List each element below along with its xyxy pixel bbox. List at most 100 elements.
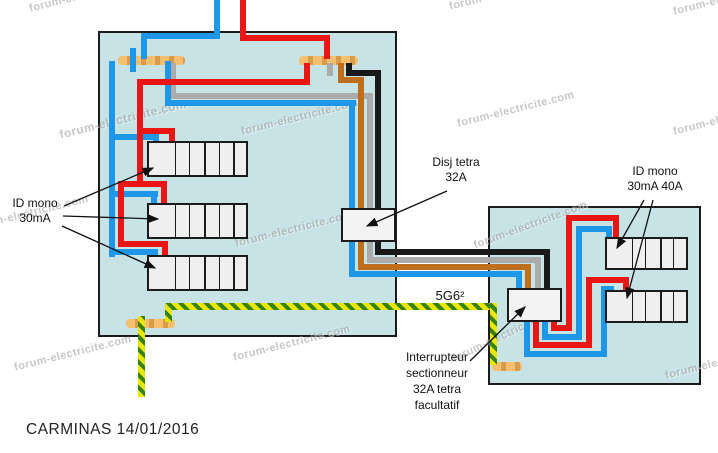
gray-conductor-segment [535, 257, 541, 289]
phase-wire-segment [118, 241, 168, 247]
neutral-wire-segment [349, 271, 522, 277]
neutral-wire-segment [349, 100, 355, 210]
neutral-busbar [118, 56, 185, 65]
phase-wire-segment [137, 79, 310, 85]
cable-size-text: 5G6² [435, 288, 465, 303]
neutral-wire-segment [153, 134, 159, 143]
id-mono-right-line2: 30mA 40A [627, 179, 683, 193]
brown-conductor-segment [338, 63, 344, 83]
brown-conductor-segment [358, 264, 531, 270]
phase-wire-segment [169, 128, 175, 143]
author-signature: CARMINAS 14/01/2016 [26, 421, 200, 438]
watermark: forum-electricite.com [448, 0, 568, 13]
id-breaker-row-1 [147, 141, 248, 177]
phase-wire-segment [566, 215, 572, 331]
disj-tetra-label: Disj tetra 32A [421, 155, 491, 185]
earth-wire-segment [490, 303, 497, 365]
sectionneur-line3: 32A tetra [412, 382, 462, 396]
neutral-wire-segment [141, 33, 220, 39]
phase-wire-segment [162, 241, 168, 257]
earth-wire-segment [165, 305, 172, 322]
neutral-wire-segment [516, 271, 522, 289]
phase-wire-segment [304, 63, 310, 85]
neutral-wire-segment [524, 322, 530, 357]
gray-conductor-segment [367, 93, 373, 209]
phase-wire-segment [586, 277, 629, 283]
neutral-wire-segment [524, 351, 607, 357]
neutral-wire-segment [542, 334, 582, 340]
phase-wire-segment [118, 181, 124, 247]
sectionneur-label: Interrupteur sectionneur 32A tetra facul… [396, 349, 478, 413]
phase-busbar [299, 56, 358, 65]
earth-wire-segment [165, 303, 497, 310]
neutral-wire-segment [349, 242, 355, 277]
neutral-wire-segment [542, 322, 548, 340]
phase-wire-segment [533, 342, 592, 348]
black-conductor-segment [346, 70, 381, 76]
phase-wire-segment [533, 322, 539, 348]
remote-id-breaker-row-1 [605, 237, 688, 270]
earth-wire-segment [138, 316, 145, 397]
neutral-wire-segment [151, 191, 157, 205]
id-breaker-row-2 [147, 203, 248, 239]
neutral-wire-segment [165, 100, 356, 106]
disj-tetra-line2: 32A [445, 170, 467, 184]
neutral-wire-segment [576, 226, 582, 340]
cable-size-label: 5G6² [428, 288, 472, 303]
gray-conductor-segment [327, 63, 333, 76]
gray-conductor-segment [170, 93, 373, 99]
remote-id-breaker-row-2 [605, 290, 688, 323]
phase-wire-segment [586, 277, 592, 348]
neutral-wire-segment [608, 286, 614, 292]
id-mono-right-line1: ID mono [632, 164, 678, 178]
neutral-wire-segment [601, 286, 614, 292]
sectionneur-box [507, 288, 562, 322]
black-conductor-segment [346, 63, 352, 76]
neutral-wire-segment [141, 33, 147, 59]
sectionneur-line2: sectionneur [405, 366, 469, 380]
earth-busbar-main [126, 319, 175, 328]
neutral-wire-segment [576, 226, 612, 232]
id-mono-right-label: ID mono 30mA 40A [615, 164, 695, 194]
id-mono-left-line2: 30mA [19, 211, 51, 225]
black-conductor-segment [544, 249, 550, 289]
brown-conductor-segment [338, 77, 364, 83]
phase-wire-segment [613, 215, 619, 238]
phase-wire-segment [324, 35, 330, 59]
id-breaker-row-3 [147, 255, 248, 291]
tetra-breaker-box [341, 208, 396, 242]
earth-busbar-remote [492, 362, 522, 371]
phase-wire-segment [161, 181, 167, 204]
watermark: forum-electricite.com [28, 0, 148, 15]
phase-wire-segment [240, 0, 246, 41]
neutral-wire-segment [130, 48, 136, 72]
watermark: forum-electricite.com [672, 96, 718, 138]
gray-conductor-segment [367, 242, 373, 263]
brown-conductor-segment [358, 77, 364, 209]
sectionneur-line4: facultatif [414, 398, 460, 412]
black-conductor-segment [375, 242, 381, 255]
watermark: forum-electricite.com [672, 0, 718, 18]
brown-conductor-segment [525, 264, 531, 289]
phase-wire-segment [137, 128, 175, 134]
phase-wire-segment [551, 325, 572, 331]
neutral-wire-segment [109, 61, 115, 257]
brown-conductor-segment [358, 242, 364, 270]
id-mono-left-label: ID mono 30mA [4, 196, 66, 226]
neutral-wire-segment [214, 0, 220, 39]
neutral-wire-segment [601, 286, 607, 357]
black-conductor-segment [375, 70, 381, 209]
phase-wire-segment [623, 277, 629, 291]
neutral-wire-segment [606, 226, 612, 238]
sectionneur-line1: Interrupteur [405, 350, 469, 364]
phase-wire-segment [118, 181, 167, 187]
watermark: forum-electricite.com [456, 88, 576, 130]
disj-tetra-line1: Disj tetra [432, 155, 480, 169]
id-mono-left-line1: ID mono [12, 196, 58, 210]
neutral-wire-segment [109, 134, 159, 140]
gray-conductor-segment [367, 257, 541, 263]
black-conductor-segment [375, 249, 550, 255]
watermark: forum-electricite.com [13, 332, 133, 374]
phase-wire-segment [566, 215, 619, 221]
